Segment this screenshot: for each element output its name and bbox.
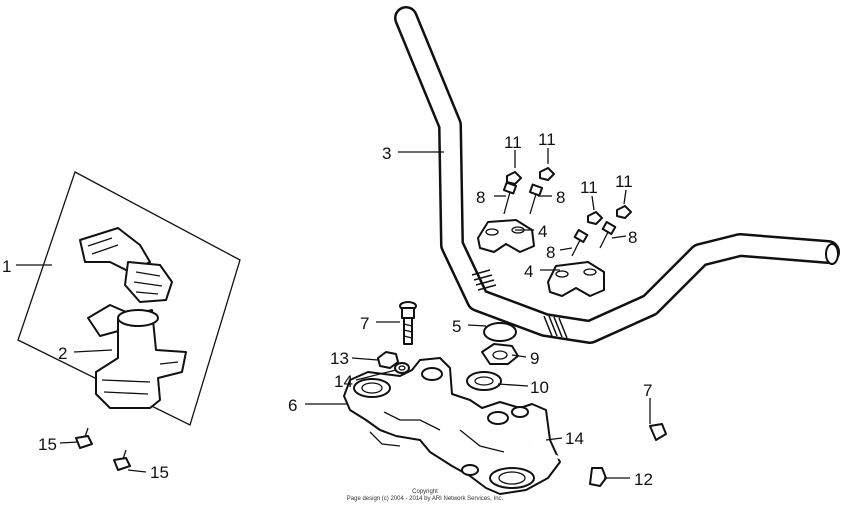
copyright-line-1: Copyright	[412, 489, 438, 495]
ignition-tumbler-slots	[133, 271, 163, 295]
callout-10: 10	[530, 378, 549, 397]
callout-labels: 1 2 3 4 4 5 6 7 7 8 8 8 8 9 10 11 11 11 …	[2, 130, 653, 489]
rubber-cap-5	[483, 322, 517, 342]
bolt-8-a	[502, 181, 518, 215]
bolt-8-d	[599, 221, 617, 249]
callout-6: 6	[288, 396, 297, 415]
callout-11-c: 11	[580, 178, 598, 197]
washer-11-d	[616, 205, 632, 219]
washer-14-left	[394, 362, 410, 374]
ignition-switch-assembly	[17, 171, 241, 426]
callout-8-a: 8	[476, 188, 485, 207]
callout-9: 9	[530, 349, 539, 368]
callout-7-left: 7	[360, 314, 369, 333]
bolt-7-right	[611, 423, 667, 443]
pinch-bolt-12	[529, 442, 607, 487]
handlebar-knurl-left	[471, 269, 497, 291]
bolt-15-b	[113, 449, 131, 471]
handlebar	[394, 6, 840, 344]
ignition-switch-top	[117, 309, 159, 327]
washer-11-a	[506, 171, 522, 185]
callout-4-upper: 4	[538, 222, 547, 241]
part-1-box	[17, 171, 241, 426]
washer-11-b	[539, 167, 555, 181]
callout-11-d: 11	[615, 172, 633, 191]
bolt-15-a	[75, 427, 93, 449]
callout-15-b: 15	[150, 463, 169, 482]
bolt-8-b	[528, 183, 544, 215]
callout-14-left: 14	[334, 372, 353, 391]
callout-11-b: 11	[538, 130, 556, 149]
handlebar-end	[825, 243, 839, 265]
washer-10	[466, 371, 502, 391]
nut-9	[481, 343, 519, 365]
handlebar-holder-upper-left	[477, 219, 535, 253]
callout-7-right: 7	[643, 381, 652, 400]
callout-2: 2	[58, 344, 67, 363]
callout-5: 5	[452, 317, 461, 336]
callout-15-a: 15	[38, 435, 57, 454]
callout-8-c: 8	[546, 243, 555, 262]
ignition-tumbler	[124, 261, 173, 303]
nut-13	[377, 351, 399, 369]
top-bridge	[343, 357, 561, 495]
ignition-key-grip	[87, 237, 119, 255]
leader-lines	[16, 148, 651, 479]
handlebar-holder-upper-right	[547, 261, 605, 297]
bolt-8-c	[571, 229, 589, 257]
callout-14-right: 14	[565, 429, 584, 448]
washer-11-c	[587, 211, 603, 225]
callout-3: 3	[382, 144, 391, 163]
bolt-7-left	[399, 301, 417, 345]
callout-4-lower: 4	[524, 262, 533, 281]
handlebar-tube-inner	[396, 8, 838, 342]
callout-11-a: 11	[504, 133, 522, 152]
copyright-line-2: Page design (c) 2004 - 2014 by ARI Netwo…	[347, 496, 504, 502]
callout-8-d: 8	[628, 228, 637, 247]
callout-12: 12	[634, 470, 653, 489]
callout-1: 1	[2, 257, 11, 276]
callout-8-b: 8	[556, 188, 565, 207]
callout-13: 13	[330, 349, 349, 368]
handlebar-knurl-right	[543, 315, 568, 339]
ignition-switch-body	[95, 309, 187, 409]
ignition-switch-detail	[101, 361, 179, 395]
